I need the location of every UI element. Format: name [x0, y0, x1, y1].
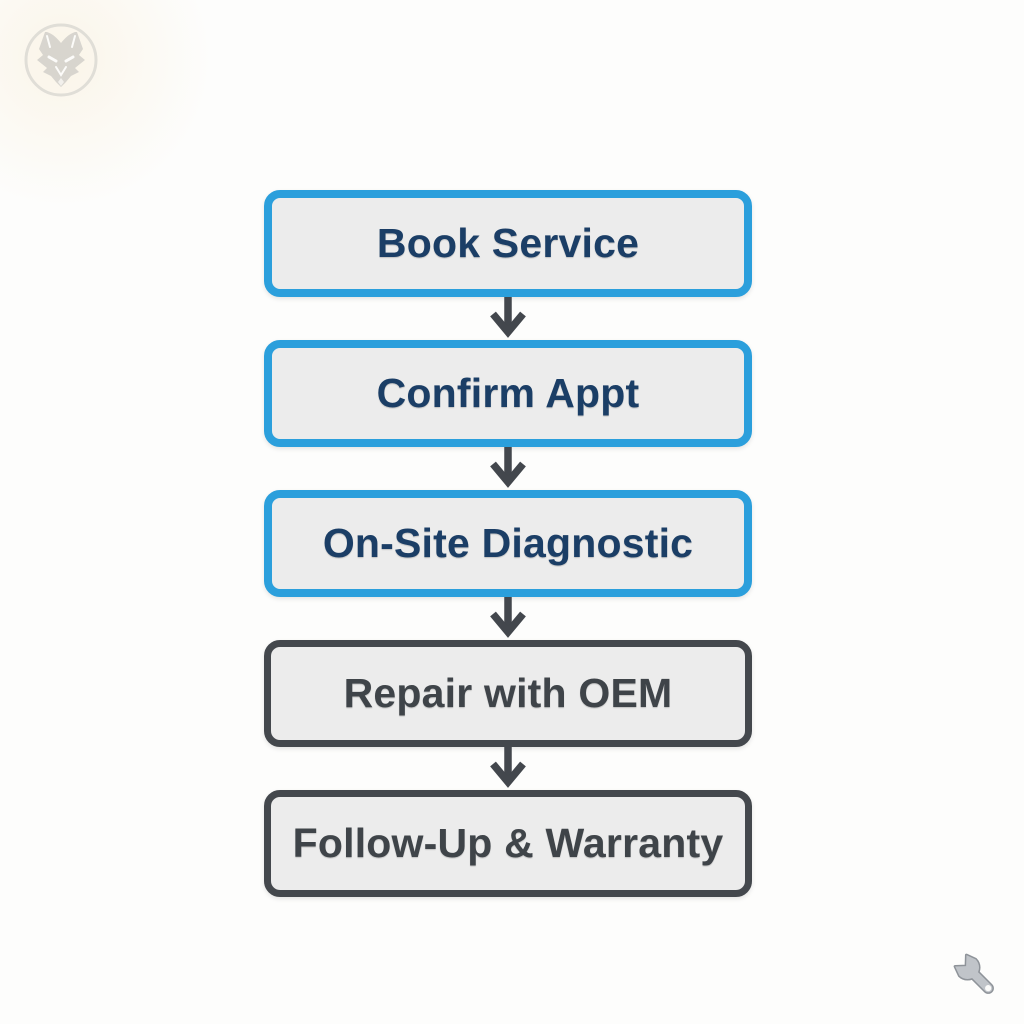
wolf-logo-icon [24, 23, 98, 97]
flow-step-label: Follow-Up & Warranty [292, 820, 724, 866]
down-arrow-icon [490, 297, 526, 338]
flow-step-label: Book Service [376, 220, 640, 266]
flow-step-label: Confirm Appt [376, 370, 640, 416]
flow-step-label: On-Site Diagnostic [322, 520, 694, 566]
flow-step-label: Repair with OEM [343, 670, 673, 716]
flow-step-onsite-diagnostic: On-Site Diagnostic [264, 490, 752, 597]
down-arrow-icon [490, 447, 526, 488]
flow-step-book-service: Book Service [264, 190, 752, 297]
down-arrow-icon [490, 747, 526, 788]
flow-step-followup-warranty: Follow-Up & Warranty [264, 790, 752, 897]
flow-step-confirm-appt: Confirm Appt [264, 340, 752, 447]
wrench-icon [953, 953, 994, 994]
flowchart: Book Service Confirm Appt On-Site Diagno… [264, 190, 752, 897]
down-arrow-icon [490, 597, 526, 638]
flow-step-repair-with-oem: Repair with OEM [264, 640, 752, 747]
